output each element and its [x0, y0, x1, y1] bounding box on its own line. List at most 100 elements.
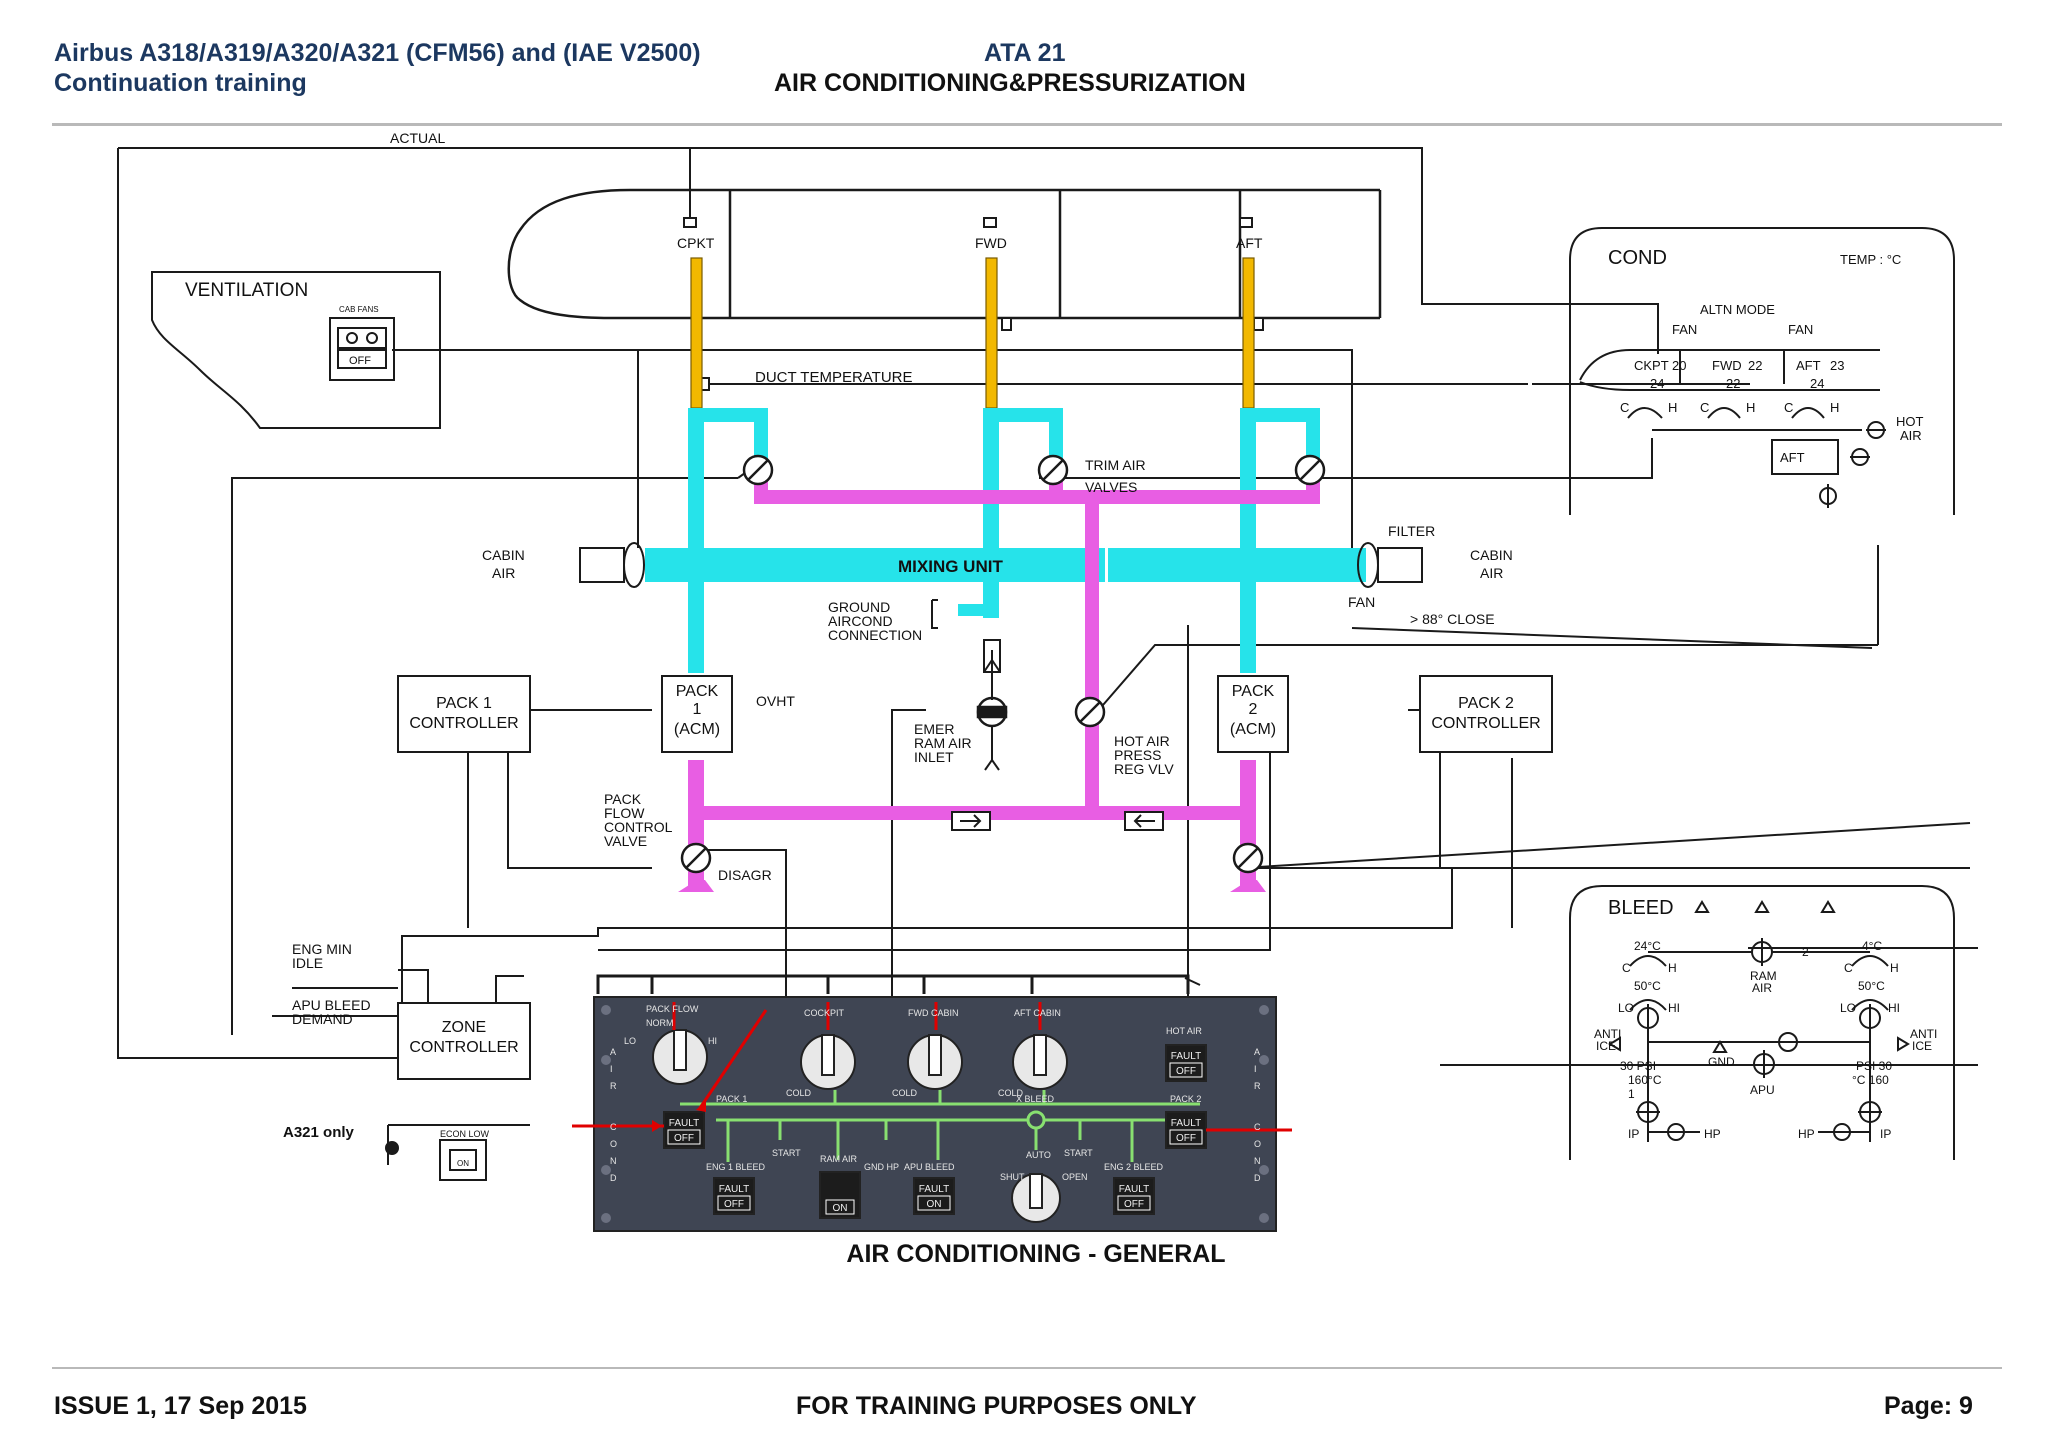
panel-lo: LO	[624, 1036, 636, 1046]
ground-label: GROUND	[828, 599, 890, 615]
cond-aft-valve: AFT	[1780, 450, 1805, 465]
pack1-fault-label: FAULT	[669, 1118, 699, 1129]
bleed-ice-left: ICE	[1596, 1039, 1616, 1053]
bleed-temp-right: 4°C	[1862, 939, 1882, 953]
pack1-controller-line1: PACK 1	[436, 695, 492, 712]
bleed-psi-left: 30 PSI	[1620, 1059, 1656, 1073]
cond-c-2: C	[1700, 400, 1709, 415]
pfcv-label-4: VALVE	[604, 833, 647, 849]
emer-label: EMER	[914, 721, 954, 737]
panel-side-r-r: R	[1254, 1081, 1261, 1091]
bleed-eng-1: 1	[1628, 1087, 1635, 1101]
panel-hot-air: HOT AIR	[1166, 1026, 1202, 1036]
panel-gnd-hp: GND HP	[864, 1162, 899, 1172]
cond-fwd-actual: 22	[1748, 358, 1762, 373]
pfcv-label-3: CONTROL	[604, 819, 673, 835]
pack1-off-label: OFF	[674, 1133, 694, 1144]
bleed-anti-left: ANTI	[1594, 1027, 1621, 1041]
pfcv-label-2: FLOW	[604, 805, 645, 821]
zone-label-cpkt: CPKT	[677, 235, 715, 251]
fan-label: FAN	[1348, 594, 1375, 610]
bleed-hp-left: HP	[1704, 1127, 1721, 1141]
panel-start-left: START	[772, 1148, 801, 1158]
panel-open: OPEN	[1062, 1172, 1088, 1182]
bleed-lo-right: LO	[1840, 1001, 1856, 1015]
panel-side-n: N	[610, 1156, 617, 1166]
panel-side-c-r: C	[1254, 1122, 1261, 1132]
footer-rule	[52, 1367, 2002, 1369]
figure-caption: AIR CONDITIONING - GENERAL	[846, 1240, 1225, 1268]
panel-pack1: PACK 1	[716, 1094, 747, 1104]
cond-air: AIR	[1900, 428, 1922, 443]
trim-air-label: TRIM AIR	[1085, 457, 1146, 473]
cond-fan-right: FAN	[1788, 322, 1813, 337]
cond-title: COND	[1608, 247, 1667, 269]
eng-min-label: ENG MIN	[292, 941, 352, 957]
cabin-air-left-2: AIR	[492, 565, 515, 581]
panel-cold-3: COLD	[998, 1088, 1024, 1098]
chapter-title: AIR CONDITIONING&PRESSURIZATION	[774, 69, 1246, 97]
duct-temperature-label: DUCT TEMPERATURE	[755, 369, 913, 386]
a321-only-label: A321 only	[283, 1124, 355, 1141]
signal-wiring	[117, 147, 1978, 1130]
reg-vlv-label: REG VLV	[1114, 761, 1174, 777]
issue-date: ISSUE 1, 17 Sep 2015	[54, 1392, 307, 1420]
pack2-line2: 2	[1249, 701, 1258, 718]
eng2-off-label: OFF	[1124, 1199, 1144, 1210]
bleed-ip-right: IP	[1880, 1127, 1891, 1141]
pack2-off-label: OFF	[1176, 1133, 1196, 1144]
cond-altn-mode: ALTN MODE	[1700, 302, 1775, 317]
bleed-psi-right: PSI 30	[1856, 1059, 1892, 1073]
cond-hot: HOT	[1896, 414, 1924, 429]
panel-ram-air: RAM AIR	[820, 1154, 858, 1164]
connection-label: CONNECTION	[828, 627, 922, 643]
bleed-ram-air: AIR	[1752, 981, 1772, 995]
ventilation-panel	[151, 271, 441, 429]
panel-side-o: O	[610, 1139, 617, 1149]
fuselage	[507, 188, 1382, 320]
disagr-label: DISAGR	[718, 867, 772, 883]
pack2-line3: (ACM)	[1230, 721, 1276, 738]
pfcv-label-1: PACK	[604, 791, 642, 807]
cold-air-ducts	[645, 408, 1366, 673]
bleed-apu: APU	[1750, 1083, 1775, 1097]
pack2-controller-line1: PACK 2	[1458, 695, 1514, 712]
bleed-ip-left: IP	[1628, 1127, 1639, 1141]
cabin-air-right-1: CABIN	[1470, 547, 1513, 563]
bleed-50-right: 50°C	[1858, 979, 1885, 993]
cond-aft-actual: 23	[1830, 358, 1844, 373]
demand-label: DEMAND	[292, 1011, 353, 1027]
eng1-off-label: OFF	[724, 1199, 744, 1210]
ram-air-label: RAM AIR	[914, 735, 972, 751]
bleed-title: BLEED	[1608, 897, 1674, 919]
bleed-160-left: 160°C	[1628, 1073, 1662, 1087]
vent-off-label: OFF	[349, 355, 371, 367]
panel-side-c: C	[610, 1122, 617, 1132]
close-temp-label: > 88° CLOSE	[1410, 611, 1495, 627]
training-notice: FOR TRAINING PURPOSES ONLY	[796, 1392, 1197, 1420]
valves-label: VALVES	[1085, 479, 1137, 495]
cond-ckpt-actual: 20	[1672, 358, 1686, 373]
panel-shut: SHUT	[1000, 1172, 1025, 1182]
cond-ecam-page	[1569, 227, 1955, 515]
mixing-unit-label: MIXING UNIT	[898, 557, 1003, 576]
econ-on-label: ON	[457, 1159, 469, 1168]
apu-fault-label: FAULT	[919, 1184, 949, 1195]
panel-side-d-r: D	[1254, 1173, 1261, 1183]
bleed-h-left: H	[1668, 961, 1677, 975]
eng1-fault-label: FAULT	[719, 1184, 749, 1195]
manual-title: Airbus A318/A319/A320/A321 (CFM56) and (…	[54, 39, 701, 67]
panel-knob-fwd-cabin: FWD CABIN	[908, 1008, 959, 1018]
hot-air-off-label: OFF	[1176, 1066, 1196, 1077]
cond-h-2: H	[1746, 400, 1755, 415]
panel-pack2: PACK 2	[1170, 1094, 1201, 1104]
panel-side-a-r: A	[1254, 1047, 1260, 1057]
econ-low-label: ECON LOW	[440, 1129, 490, 1139]
cond-c-3: C	[1784, 400, 1793, 415]
panel-side-i: I	[610, 1064, 613, 1074]
cond-h-1: H	[1668, 400, 1677, 415]
hot-air-fault-label: FAULT	[1171, 1051, 1201, 1062]
cab-fans-label: CAB FANS	[339, 305, 379, 314]
panel-hi: HI	[708, 1036, 717, 1046]
